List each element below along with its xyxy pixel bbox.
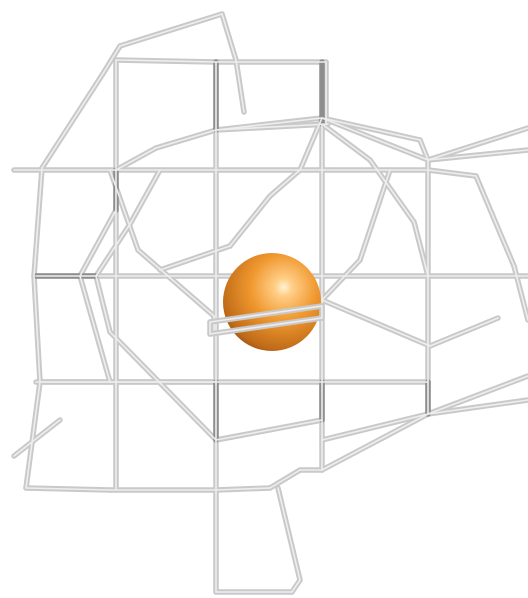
metal-ion-sphere xyxy=(223,253,321,351)
